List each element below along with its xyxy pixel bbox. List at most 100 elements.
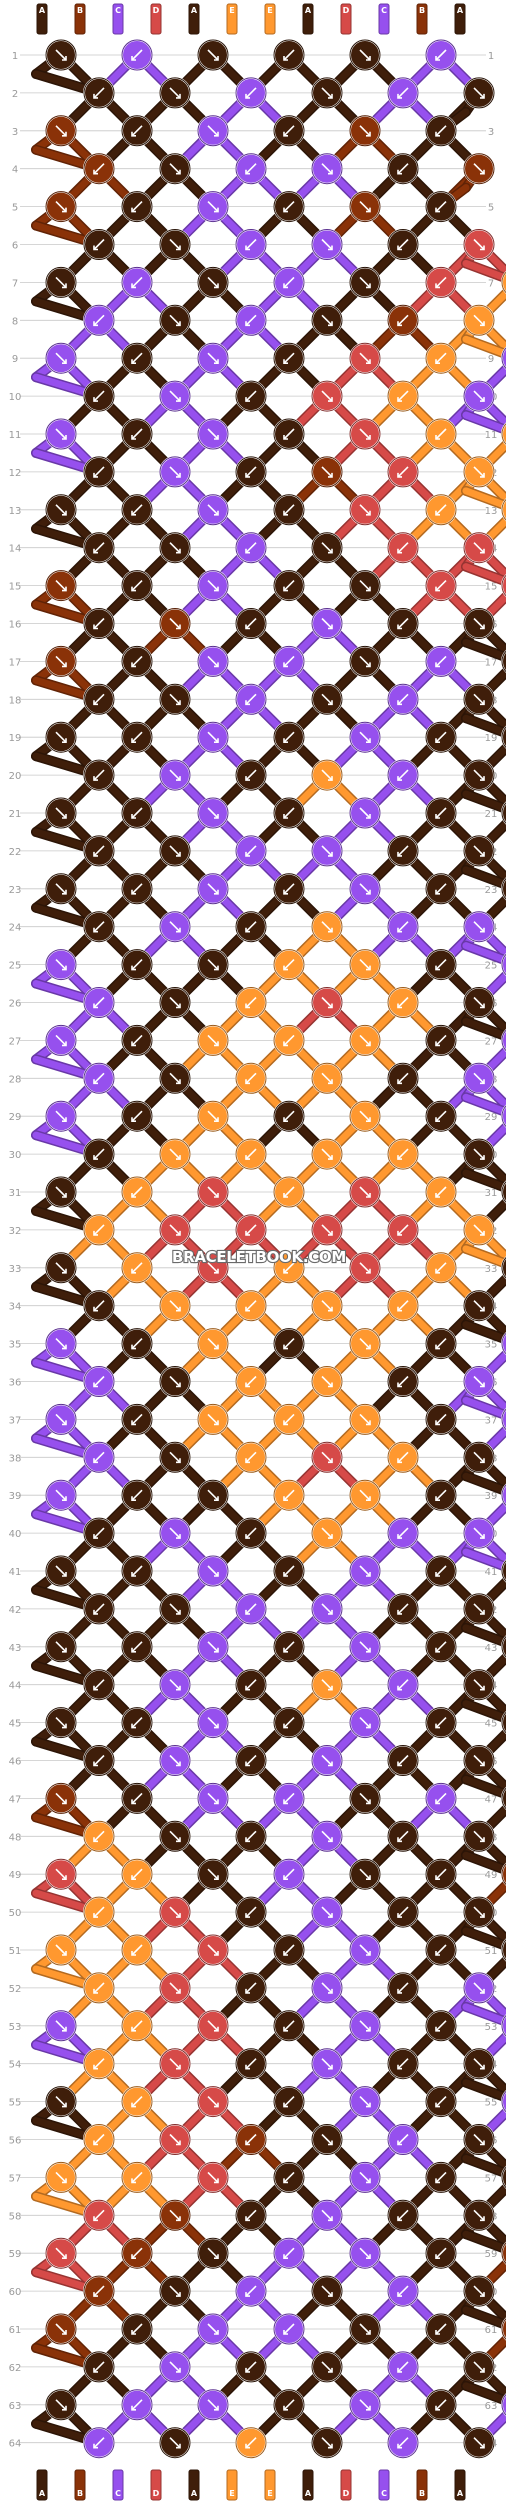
arrow-icon: [397, 2285, 409, 2297]
arrow-head-icon: [480, 1913, 485, 1918]
knot: [235, 1896, 267, 1929]
arrow-head-icon: [480, 1458, 485, 1464]
knot: [159, 1441, 191, 1474]
knot-outline: [197, 1555, 229, 1587]
knot: [501, 2393, 506, 2417]
knot-outline: [235, 2351, 267, 2383]
knot-outline: [197, 494, 229, 526]
arrow-icon: [397, 769, 409, 781]
arrow-head-icon: [283, 131, 288, 137]
arrow-icon: [473, 1679, 485, 1691]
arrow-icon: [283, 428, 295, 440]
arrow-icon: [131, 1413, 143, 1425]
knot: [349, 1251, 381, 1284]
knot: [501, 1256, 506, 1280]
arrow-icon: [397, 314, 409, 326]
arrow-icon: [397, 163, 409, 175]
arrow-icon: [321, 2361, 333, 2373]
knot: [197, 493, 229, 526]
knot-outline: [121, 1631, 153, 1663]
knot-outline: [425, 266, 457, 298]
arrow-icon: [435, 1034, 447, 1046]
knot-outline: [311, 1214, 343, 1246]
knot: [501, 1180, 506, 1204]
knot-outline: [235, 2048, 267, 2080]
arrow-icon: [321, 2133, 333, 2146]
knot-outline: [121, 949, 153, 981]
knot: [311, 1517, 343, 1550]
arrow-icon: [321, 845, 333, 857]
arrow-head-icon: [328, 927, 333, 933]
arrow-head-icon: [62, 207, 67, 213]
arrow-head-icon: [435, 814, 440, 819]
knot-outline: [425, 2161, 457, 2193]
arrow-icon: [93, 1148, 105, 1160]
arrow-icon: [397, 1754, 409, 1767]
knot-outline: [83, 2275, 115, 2307]
knot: [463, 2275, 495, 2308]
arrow-icon: [207, 49, 219, 61]
arrow-head-icon: [480, 1230, 485, 1236]
knot: [349, 2009, 381, 2042]
knot: [463, 759, 495, 792]
knot-outline: [501, 2166, 506, 2189]
arrow-icon: [207, 731, 219, 743]
row-number-left: 62: [9, 2363, 22, 2374]
knot-outline: [463, 1062, 495, 1094]
knot-outline: [273, 1403, 305, 1435]
arrow-icon: [55, 1262, 67, 1274]
arrow-icon: [169, 845, 181, 857]
knot-outline: [387, 77, 419, 109]
knot: [463, 455, 495, 488]
knot: [235, 607, 267, 640]
knot-outline: [501, 1105, 506, 1128]
arrow-icon: [359, 1792, 371, 1804]
knot: [463, 304, 495, 337]
knot: [425, 1251, 457, 1284]
arrow-head-icon: [366, 1951, 371, 1956]
string-letter-bottom: E: [229, 2489, 234, 2498]
string-stub-top: [264, 3, 276, 35]
knot-outline: [501, 1029, 506, 1052]
knot-outline: [501, 1484, 506, 1507]
arrow-icon: [435, 2323, 447, 2335]
row-number-left: 32: [9, 1226, 22, 1237]
arrow-head-icon: [62, 1268, 67, 1274]
row-number-left: 47: [9, 1794, 22, 1805]
knot-outline: [159, 2275, 191, 2307]
arrow-icon: [55, 1034, 67, 1046]
arrow-head-icon: [176, 1079, 181, 1085]
knot: [425, 872, 457, 905]
arrow-icon: [397, 1451, 409, 1463]
knot: [425, 1934, 457, 1966]
arrow-icon: [169, 2285, 181, 2297]
arrow-head-icon: [397, 2292, 402, 2297]
arrow-head-icon: [480, 2367, 485, 2373]
knot: [159, 1062, 191, 1095]
row-number-left: 21: [9, 809, 22, 820]
knot: [45, 1858, 77, 1891]
knot-outline: [311, 77, 343, 109]
arrow-icon: [473, 1527, 485, 1539]
knot: [311, 2275, 343, 2308]
knot-outline: [197, 2010, 229, 2042]
arrow-head-icon: [93, 1155, 98, 1160]
arrow-head-icon: [435, 1875, 440, 1880]
arrow-icon: [93, 1527, 105, 1539]
arrow-icon: [93, 1300, 105, 1312]
arrow-head-icon: [397, 1609, 402, 1615]
arrow-icon: [169, 390, 181, 402]
knot-outline: [501, 347, 506, 370]
arrow-icon: [245, 1148, 257, 1160]
knot: [311, 2426, 343, 2459]
arrow-head-icon: [397, 397, 402, 402]
arrow-head-icon: [480, 1003, 485, 1009]
arrow-head-icon: [328, 851, 333, 857]
knot-outline: [159, 1820, 191, 1852]
arrow-head-icon: [480, 700, 485, 706]
knot: [273, 2085, 305, 2118]
arrow-head-icon: [93, 2140, 98, 2146]
knot: [463, 1592, 495, 1625]
knot: [159, 2426, 191, 2459]
knot: [311, 455, 343, 488]
